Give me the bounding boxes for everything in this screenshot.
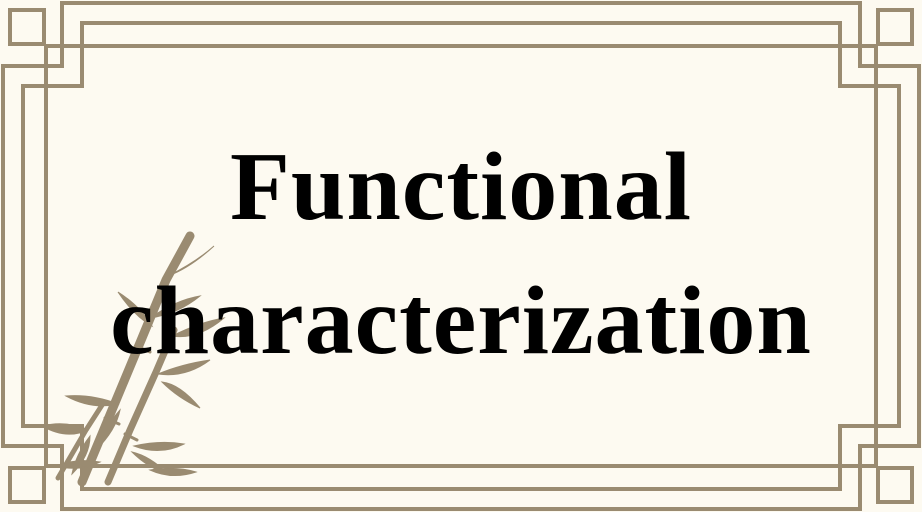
corner-square-top-left [8, 8, 46, 46]
corner-square-bottom-right [876, 466, 914, 504]
title-line-1: Functional [230, 133, 692, 241]
corner-square-top-right [876, 8, 914, 46]
corner-square-bottom-left [8, 466, 46, 504]
inner-border [21, 21, 901, 491]
title-line-2: characterization [110, 267, 812, 375]
panel-border [44, 44, 878, 468]
